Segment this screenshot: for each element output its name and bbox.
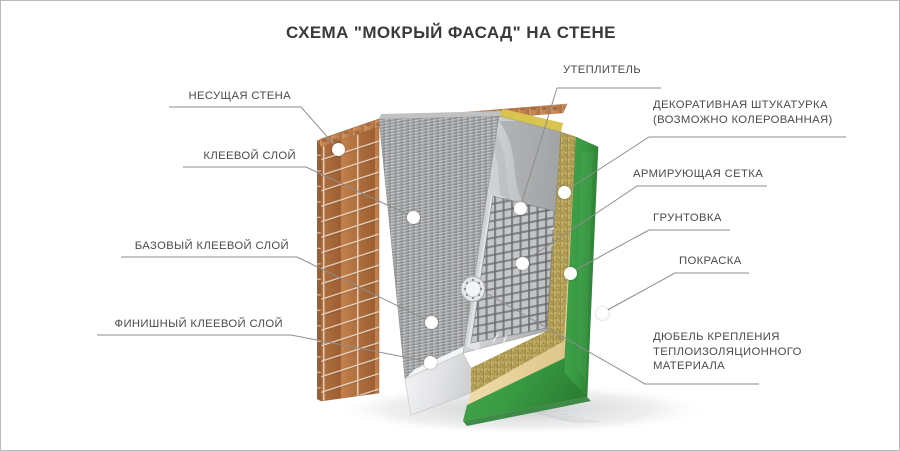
callout-dot-reinforcing-mesh	[516, 257, 529, 270]
label-painting-line1: ПОКРАСКА	[679, 255, 742, 267]
label-decorative-plaster-line2: (ВОЗМОЖНО КОЛЕРОВАННАЯ)	[653, 113, 833, 126]
label-finish-adhesive-layer: ФИНИШНЫЙ КЛЕЕВОЙ СЛОЙ	[1, 317, 283, 332]
callout-dot-finish-adhesive-layer	[424, 356, 437, 369]
label-primer: ГРУНТОВКА	[653, 211, 722, 226]
label-insulation-line1: УТЕПЛИТЕЛЬ	[563, 64, 642, 76]
label-primer-line1: ГРУНТОВКА	[653, 212, 722, 224]
label-insulation-dowel-line3: МАТЕРИАЛА	[653, 360, 726, 372]
label-insulation-dowel: ДЮБЕЛЬ КРЕПЛЕНИЯ ТЕПЛОИЗОЛЯЦИОННОГО МАТЕ…	[653, 330, 802, 374]
page-title: СХЕМА "МОКРЫЙ ФАСАД" НА СТЕНЕ	[286, 23, 616, 42]
label-adhesive-layer: КЛЕЕВОЙ СЛОЙ	[1, 149, 296, 164]
label-painting: ПОКРАСКА	[679, 254, 742, 269]
callout-dot-insulation	[514, 202, 527, 215]
label-load-bearing-wall: НЕСУЩАЯ СТЕНА	[1, 89, 291, 104]
label-base-adhesive-layer: БАЗОВЫЙ КЛЕЕВОЙ СЛОЙ	[1, 239, 289, 254]
callout-dot-primer	[564, 267, 577, 280]
label-base-adhesive-layer-text: БАЗОВЫЙ КЛЕЕВОЙ СЛОЙ	[134, 240, 289, 252]
insulation-dowel-graphic	[460, 276, 486, 302]
callout-dot-adhesive-layer	[407, 211, 420, 224]
label-load-bearing-wall-text: НЕСУЩАЯ СТЕНА	[188, 90, 291, 102]
label-reinforcing-mesh-line1: АРМИРУЮЩАЯ СЕТКА	[633, 168, 764, 180]
label-reinforcing-mesh: АРМИРУЮЩАЯ СЕТКА	[633, 167, 763, 182]
callout-dot-decorative-plaster	[558, 186, 571, 199]
label-insulation: УТЕПЛИТЕЛЬ	[563, 63, 641, 78]
label-decorative-plaster: ДЕКОРАТИВНАЯ ШТУКАТУРКА (ВОЗМОЖНО КОЛЕРО…	[653, 98, 833, 127]
label-adhesive-layer-text: КЛЕЕВОЙ СЛОЙ	[203, 150, 296, 162]
label-insulation-dowel-line1: ДЮБЕЛЬ КРЕПЛЕНИЯ	[653, 331, 780, 343]
callout-dot-base-adhesive-layer	[425, 316, 438, 329]
callout-dot-painting	[596, 307, 609, 320]
label-decorative-plaster-line1: ДЕКОРАТИВНАЯ ШТУКАТУРКА	[653, 99, 828, 111]
label-insulation-dowel-line2: ТЕПЛОИЗОЛЯЦИОННОГО	[653, 345, 802, 358]
callout-dot-load-bearing-wall	[332, 143, 345, 156]
label-finish-adhesive-layer-text: ФИНИШНЫЙ КЛЕЕВОЙ СЛОЙ	[114, 318, 283, 330]
